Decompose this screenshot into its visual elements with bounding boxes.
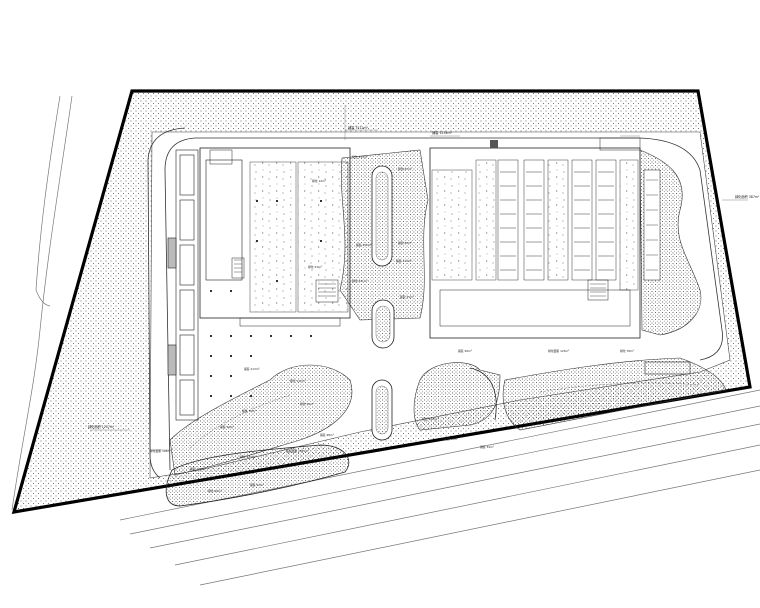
annotation-label: 铺装 34m² [480,445,494,449]
annotation-label: 绿化 56m² [300,402,314,406]
internal-road [147,127,723,479]
annotation-label: 铺装 82m² [398,241,412,245]
annotation-label: 铺装 456m² [356,243,372,247]
annotation-label: 铺装 54m² [220,425,234,429]
annotation-label: 绿化 134m² [352,155,368,159]
annotation-label: 铺装 129m² [190,467,206,471]
annotation-label: 铺装 56m² [458,349,472,353]
annotation-label: 绿化 99m² [208,489,222,493]
annotation-label: 铺装 7512m² [348,125,369,130]
east-garden [639,149,702,375]
annotation-label: 铺装 213m² [244,367,260,371]
annotation-label: 绿化面积 123m² [548,349,569,353]
annotation-label: 铺装 48m² [444,437,458,441]
central-courtyard [339,149,429,349]
annotation-label: 绿化 323m² [240,455,256,459]
forecourt-columns [210,200,322,397]
annotation-label: 绿化面积 145m² [150,449,171,453]
annotation-label: 铺装 98m² [320,433,334,437]
annotation-label: 绿化面积 387m² [735,194,760,199]
annotation-label: 铺装 234m² [396,259,412,263]
annotation-label: 绿化 112m² [290,379,306,383]
annotation-label: 铺装 97m² [250,483,264,487]
annotation-label: 绿化 67m² [398,167,412,171]
annotation-label: 铺装 21m² [400,295,414,299]
annotation-label: 铺装面积 2341m² [286,449,309,453]
west-buildings [167,149,199,421]
south-landscape [165,357,727,507]
leader-lines [90,105,748,451]
main-building-east [429,137,641,339]
annotation-label: 绿化 342m² [422,417,438,421]
annotation-label: 绿化 78m² [620,349,634,353]
annotation-label: 绿化 53m² [308,265,322,269]
annotation-label: 铺装 76m² [242,409,256,413]
main-building-west [199,147,351,327]
annotation-label: 绿化面积 1207m² [88,424,115,429]
annotation-label: 铺装 1234m² [432,130,453,135]
annotation-label: 绿化 341m² [352,279,368,283]
area-annotations: 绿化面积 387m² 铺装 7512m² 铺装 1234m² 绿化 134m² … [88,125,760,493]
annotation-label: 绿化 12m² [312,179,326,183]
